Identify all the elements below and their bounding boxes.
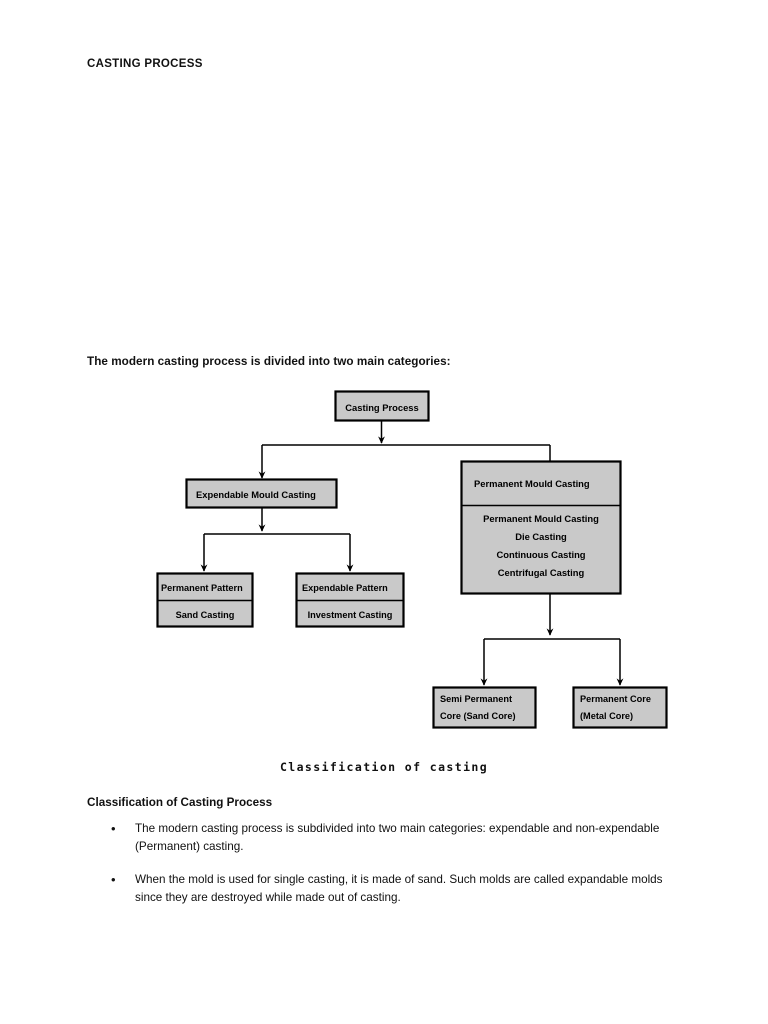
node-expendable-pattern-header: Expendable Pattern — [302, 583, 388, 593]
node-permanent-mould-casting[interactable]: Permanent Mould Casting Permanent Mould … — [460, 460, 622, 595]
list-item: • The modern casting process is subdivid… — [87, 820, 687, 857]
bullet-marker-icon: • — [111, 871, 116, 887]
node-expendable-mould-casting[interactable]: Expendable Mould Casting — [185, 478, 338, 509]
node-permanent-core[interactable]: Permanent Core (Metal Core) — [572, 686, 668, 729]
node-semi-permanent-core-line2: Core (Sand Core) — [440, 711, 516, 721]
section-heading: Classification of Casting Process — [87, 796, 273, 809]
node-permanent-mould-casting-item-3: Centrifugal Casting — [498, 567, 585, 578]
node-permanent-pattern[interactable]: Permanent Pattern Sand Casting — [156, 572, 254, 628]
node-permanent-mould-casting-item-0: Permanent Mould Casting — [483, 513, 599, 524]
list-item-text: When the mold is used for single casting… — [135, 872, 663, 905]
node-permanent-pattern-header: Permanent Pattern — [161, 583, 243, 593]
node-expendable-mould-casting-box — [185, 478, 338, 509]
bullet-marker-icon: • — [111, 821, 116, 836]
node-permanent-mould-casting-item-1: Die Casting — [515, 531, 567, 542]
node-semi-permanent-core[interactable]: Semi Permanent Core (Sand Core) — [432, 686, 537, 729]
node-semi-permanent-core-line1: Semi Permanent — [440, 694, 512, 704]
connector-permanent-to-cores — [480, 593, 624, 686]
node-permanent-mould-casting-box — [460, 460, 622, 595]
node-permanent-core-line2: (Metal Core) — [580, 711, 633, 721]
node-expendable-pattern-body: Investment Casting — [308, 610, 393, 620]
casting-classification-figure: Casting Process Expendable Mould Casting… — [0, 383, 768, 743]
node-expendable-mould-casting-label: Expendable Mould Casting — [196, 489, 316, 500]
list-item: • When the mold is used for single casti… — [87, 871, 687, 908]
node-casting-process-box — [334, 390, 430, 422]
node-casting-process[interactable]: Casting Process — [334, 390, 430, 422]
node-casting-process-label: Casting Process — [345, 402, 418, 413]
node-permanent-core-box — [572, 686, 668, 729]
lead-paragraph: The modern casting process is divided in… — [87, 355, 451, 368]
node-permanent-mould-casting-header: Permanent Mould Casting — [474, 478, 590, 489]
node-semi-permanent-core-box — [432, 686, 537, 729]
page-title: CASTING PROCESS — [87, 58, 203, 70]
figure-caption: Classification of casting — [279, 760, 489, 774]
node-expendable-pattern[interactable]: Expendable Pattern Investment Casting — [295, 572, 405, 628]
list-item-text: The modern casting process is subdivided… — [135, 822, 660, 854]
node-permanent-mould-casting-item-2: Continuous Casting — [496, 549, 585, 560]
node-permanent-core-line1: Permanent Core — [580, 694, 651, 704]
connector-expendable-to-patterns — [200, 507, 354, 572]
bullet-list: • The modern casting process is subdivid… — [87, 820, 687, 922]
node-permanent-pattern-body: Sand Casting — [176, 610, 235, 620]
